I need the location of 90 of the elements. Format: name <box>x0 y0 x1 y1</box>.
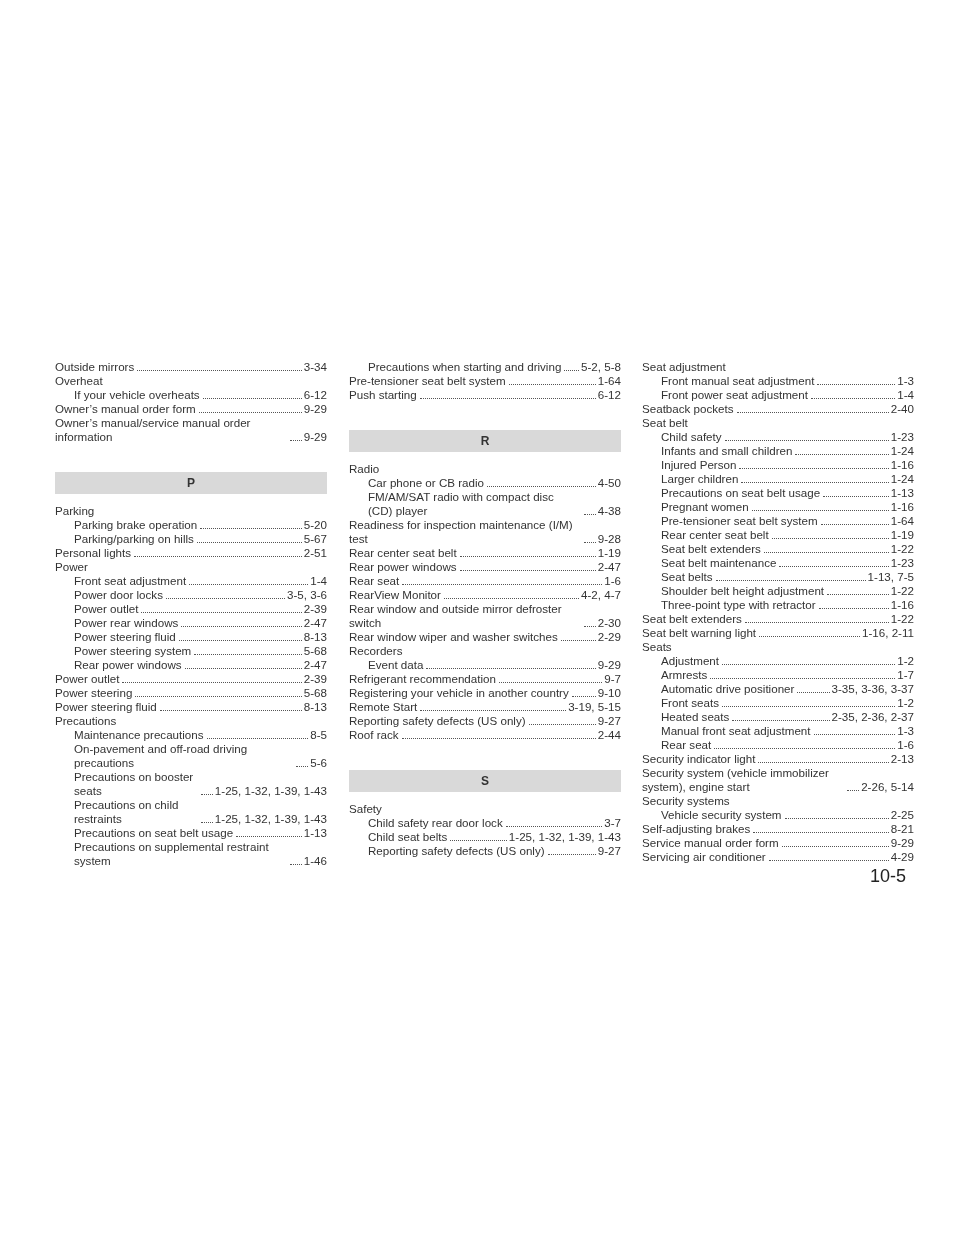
index-entry: Reporting safety defects (US only) 9-27 <box>349 714 621 728</box>
index-entry: Servicing air conditioner 4-29 <box>642 850 914 864</box>
index-entry: Car phone or CB radio 4-50 <box>367 476 621 490</box>
index-entry: Seat belt warning light 1-16, 2-11 <box>642 626 914 640</box>
index-entry: Infants and small children 1-24 <box>660 444 914 458</box>
index-entry: Parking brake operation 5-20 <box>73 518 327 532</box>
index-entry: Refrigerant recommendation 9-7 <box>349 672 621 686</box>
index-entry: Child safety rear door lock 3-7 <box>367 816 621 830</box>
index-entry: Vehicle security system 2-25 <box>660 808 914 822</box>
index-entry: Power door locks 3-5, 3-6 <box>73 588 327 602</box>
index-heading: Power <box>55 560 89 574</box>
index-entry: Power outlet 2-39 <box>55 672 327 686</box>
index-entry: Adjustment 1-2 <box>660 654 914 668</box>
index-heading: Overheat <box>55 374 104 388</box>
index-entry: Child seat belts 1-25, 1-32, 1-39, 1-43 <box>367 830 621 844</box>
index-entry: Child safety 1-23 <box>660 430 914 444</box>
index-entry: Front seats 1-2 <box>660 696 914 710</box>
index-entry: Service manual order form 9-29 <box>642 836 914 850</box>
index-heading: Recorders <box>349 644 404 658</box>
index-entry: On-pavement and off-road driving precautions 5-6 <box>73 742 327 770</box>
index-entry: Push starting 6-12 <box>349 388 621 402</box>
index-entry: Front power seat adjustment 1-4 <box>660 388 914 402</box>
index-entry: Readiness for inspection maintenance (I/M) test 9-28 <box>349 518 621 546</box>
index-entry: Power steering system 5-68 <box>73 644 327 658</box>
index-entry: Owner’s manual order form 9-29 <box>55 402 327 416</box>
index-entry: Seat belt extenders 1-22 <box>642 612 914 626</box>
index-entry: Rear center seat belt 1-19 <box>349 546 621 560</box>
index-entry: Event data 9-29 <box>367 658 621 672</box>
index-entry: Registering your vehicle in another country 9-10 <box>349 686 621 700</box>
index-entry: Precautions when starting and driving 5-2, 5-8 <box>367 360 621 374</box>
index-entry: Rear seat 1-6 <box>660 738 914 752</box>
index-entry: Rear center seat belt 1-19 <box>660 528 914 542</box>
index-entry: Owner’s manual/service manual order information 9-29 <box>55 416 327 444</box>
index-heading: Precautions <box>55 714 118 728</box>
index-entry: Self-adjusting brakes 8-21 <box>642 822 914 836</box>
index-heading: Radio <box>349 462 381 476</box>
index-entry: Pre-tensioner seat belt system 1-64 <box>660 514 914 528</box>
index-entry: Power steering 5-68 <box>55 686 327 700</box>
index-entry: Heated seats 2-35, 2-36, 2-37 <box>660 710 914 724</box>
index-entry: Automatic drive positioner 3-35, 3-36, 3-37 <box>660 682 914 696</box>
index-entry: Reporting safety defects (US only) 9-27 <box>367 844 621 858</box>
index-entry: Rear seat 1-6 <box>349 574 621 588</box>
index-entry: If your vehicle overheats 6-12 <box>73 388 327 402</box>
index-entry: Precautions on child restraints 1-25, 1-32, 1-39, 1-43 <box>73 798 327 826</box>
index-entry: Maintenance precautions 8-5 <box>73 728 327 742</box>
index-entry: RearView Monitor 4-2, 4-7 <box>349 588 621 602</box>
index-entry: Rear power windows 2-47 <box>73 658 327 672</box>
index-entry: Front manual seat adjustment 1-3 <box>660 374 914 388</box>
section-band: P <box>55 472 327 494</box>
index-entry: Front seat adjustment 1-4 <box>73 574 327 588</box>
index-heading: Security systems <box>642 794 731 808</box>
index-entry: Larger children 1-24 <box>660 472 914 486</box>
index-heading: Seats <box>642 640 673 654</box>
index-entry: Precautions on seat belt usage 1-13 <box>73 826 327 840</box>
section-band: S <box>349 770 621 792</box>
index-entry: Precautions on seat belt usage 1-13 <box>660 486 914 500</box>
index-entry: Seatback pockets 2-40 <box>642 402 914 416</box>
index-entry: Armrests 1-7 <box>660 668 914 682</box>
page-number: 10-5 <box>870 866 907 886</box>
index-entry: Security system (vehicle immobilizer system), engine start 2-26, 5-14 <box>642 766 914 794</box>
index-entry: Power rear windows 2-47 <box>73 616 327 630</box>
index-entry: Seat belts 1-13, 7-5 <box>660 570 914 584</box>
index-entry: Pre-tensioner seat belt system 1-64 <box>349 374 621 388</box>
index-entry: Three-point type with retractor 1-16 <box>660 598 914 612</box>
index-entry: Power steering fluid 8-13 <box>73 630 327 644</box>
index-entry: Pregnant women 1-16 <box>660 500 914 514</box>
index-entry: FM/AM/SAT radio with compact disc (CD) player 4-38 <box>367 490 621 518</box>
index-entry: Remote Start 3-19, 5-15 <box>349 700 621 714</box>
index-entry: Outside mirrors 3-34 <box>55 360 327 374</box>
index-entry: Precautions on booster seats 1-25, 1-32, 1-39, 1-43 <box>73 770 327 798</box>
section-band: R <box>349 430 621 452</box>
index-entry: Seat belt extenders 1-22 <box>660 542 914 556</box>
index-entry: Parking/parking on hills 5-67 <box>73 532 327 546</box>
index-entry: Shoulder belt height adjustment 1-22 <box>660 584 914 598</box>
index-entry: Injured Person 1-16 <box>660 458 914 472</box>
index-entry: Personal lights 2-51 <box>55 546 327 560</box>
index-entry: Rear power windows 2-47 <box>349 560 621 574</box>
index-heading: Seat adjustment <box>642 360 727 374</box>
index-entry: Power outlet 2-39 <box>73 602 327 616</box>
index-heading: Parking <box>55 504 96 518</box>
index-entry: Rear window wiper and washer switches 2-29 <box>349 630 621 644</box>
index-entry: Security indicator light 2-13 <box>642 752 914 766</box>
index-heading: Seat belt <box>642 416 689 430</box>
index-heading: Safety <box>349 802 383 816</box>
index-entry: Precautions on supplemental restraint system 1-46 <box>73 840 327 868</box>
index-entry: Power steering fluid 8-13 <box>55 700 327 714</box>
index-entry: Roof rack 2-44 <box>349 728 621 742</box>
index-entry: Manual front seat adjustment 1-3 <box>660 724 914 738</box>
index-entry: Rear window and outside mirror defroster switch 2-30 <box>349 602 621 630</box>
index-entry: Seat belt maintenance 1-23 <box>660 556 914 570</box>
